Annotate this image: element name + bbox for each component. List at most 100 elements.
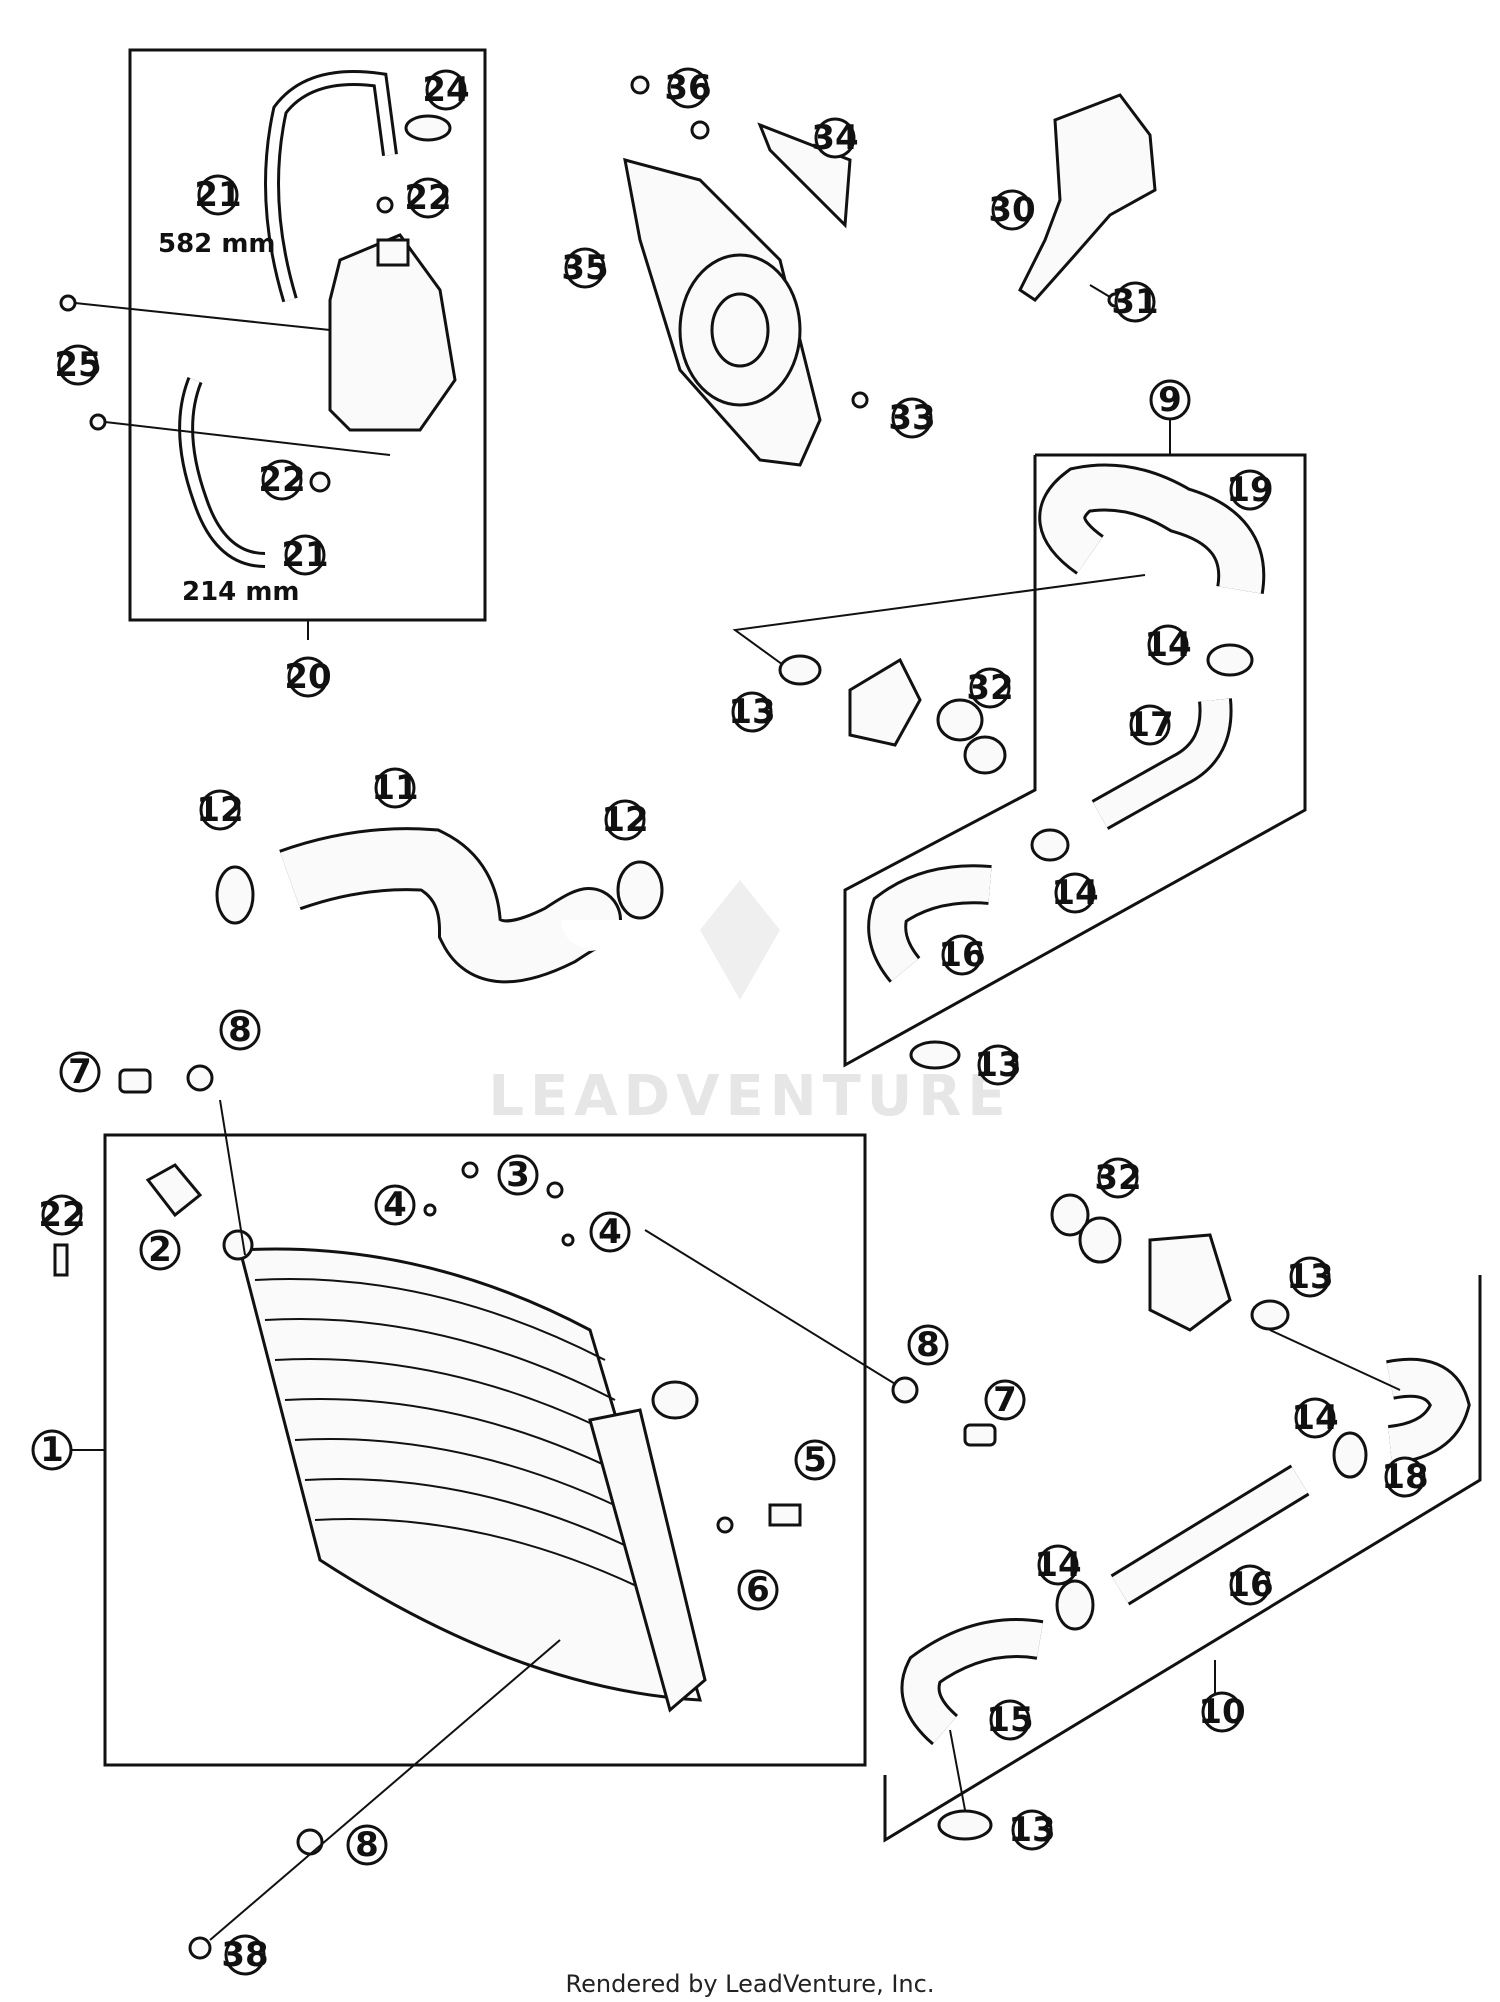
bolt-7-b[interactable] <box>963 1423 997 1447</box>
bolt-3-a[interactable] <box>461 1161 479 1179</box>
group-box-9 <box>843 453 1307 1068</box>
callout-24: 24 <box>422 69 470 111</box>
clamp-13-box10[interactable] <box>937 1809 993 1841</box>
svg-text:12: 12 <box>601 800 648 840</box>
svg-text:4: 4 <box>383 1185 407 1225</box>
clamp-14-mid[interactable] <box>1030 828 1070 862</box>
svg-text:13: 13 <box>1286 1257 1333 1297</box>
bolt-38[interactable] <box>188 1936 212 1960</box>
callout-12-a: 12 <box>196 789 244 831</box>
svg-text:15: 15 <box>986 1700 1033 1740</box>
svg-text:35: 35 <box>561 248 608 288</box>
callout-34: 34 <box>811 117 859 159</box>
o-ring-6[interactable] <box>716 1516 734 1534</box>
callout-16-b: 16 <box>1226 1564 1274 1606</box>
callout-20: 20 <box>284 656 332 698</box>
clamp-12-right[interactable] <box>616 860 664 920</box>
clamp-14-top[interactable] <box>1206 643 1254 677</box>
callout-4-a: 4 <box>374 1184 416 1226</box>
callout-12-b: 12 <box>601 799 649 841</box>
callout-5: 5 <box>794 1439 836 1481</box>
svg-text:4: 4 <box>598 1212 622 1252</box>
hose-clamp-upper[interactable] <box>376 196 394 214</box>
svg-text:21: 21 <box>281 535 328 575</box>
screw-upper[interactable] <box>59 294 77 312</box>
nut-8-b[interactable] <box>891 1376 919 1404</box>
callout-31: 31 <box>1111 281 1159 323</box>
svg-text:34: 34 <box>811 118 858 158</box>
expansion-tank[interactable] <box>328 233 457 432</box>
dimension-582: 582 mm <box>158 229 276 259</box>
thermostat-housing-upper[interactable] <box>778 654 1007 775</box>
clamp-14-lower-left[interactable] <box>1055 1579 1095 1631</box>
drain-plug-5[interactable] <box>768 1503 802 1527</box>
callout-8-a: 8 <box>219 1009 261 1051</box>
callout-25: 25 <box>54 344 102 386</box>
nut-36-b[interactable] <box>690 120 710 140</box>
callout-6: 6 <box>737 1569 779 1611</box>
radiator-cap-2[interactable] <box>145 1163 203 1218</box>
callout-18: 18 <box>1381 1456 1429 1498</box>
svg-text:13: 13 <box>728 692 775 732</box>
svg-text:21: 21 <box>194 175 241 215</box>
screw-33[interactable] <box>851 391 869 409</box>
svg-text:11: 11 <box>371 768 418 808</box>
svg-text:32: 32 <box>1094 1158 1141 1198</box>
hose-214[interactable] <box>178 377 266 568</box>
svg-text:19: 19 <box>1226 470 1273 510</box>
svg-text:16: 16 <box>1226 1565 1273 1605</box>
screw-lower[interactable] <box>89 413 107 431</box>
radiator-filler-neck[interactable] <box>222 1229 254 1261</box>
callout-2: 2 <box>139 1229 181 1271</box>
svg-text:30: 30 <box>988 190 1035 230</box>
nut-36-a[interactable] <box>630 75 650 95</box>
pin-22[interactable] <box>53 1243 69 1277</box>
callout-4-b: 4 <box>589 1211 631 1253</box>
dimension-214: 214 mm <box>182 577 300 607</box>
callout-7-b: 7 <box>984 1379 1026 1421</box>
callout-32-a: 32 <box>966 667 1014 709</box>
svg-text:5: 5 <box>803 1440 827 1480</box>
svg-text:7: 7 <box>68 1052 92 1092</box>
clamp-14-lower-right[interactable] <box>1332 1431 1368 1479</box>
callout-11: 11 <box>371 767 419 809</box>
svg-text:36: 36 <box>664 68 711 108</box>
washer-4-b[interactable] <box>561 1233 575 1247</box>
callout-38: 38 <box>221 1934 269 1976</box>
callout-21-a: 21 <box>194 174 242 216</box>
callout-13-a: 13 <box>728 691 776 733</box>
clamp-12-left[interactable] <box>215 865 255 925</box>
tank-cap[interactable] <box>404 114 452 142</box>
callout-32-b: 32 <box>1094 1157 1142 1199</box>
bolt-3-b[interactable] <box>546 1181 564 1199</box>
svg-text:13: 13 <box>974 1045 1021 1085</box>
callout-3: 3 <box>497 1154 539 1196</box>
bracket[interactable] <box>1018 93 1157 302</box>
nut-8-a[interactable] <box>186 1064 214 1092</box>
callout-10: 10 <box>1198 1691 1246 1733</box>
hose-clamp-lower[interactable] <box>309 471 331 493</box>
callout-7-a: 7 <box>59 1051 101 1093</box>
radiator[interactable] <box>238 1247 707 1713</box>
washer-4-a[interactable] <box>423 1203 437 1217</box>
clamp-13-box9[interactable] <box>909 1040 961 1070</box>
callout-35: 35 <box>561 247 609 289</box>
svg-text:25: 25 <box>54 345 101 385</box>
watermark-text: LEADVENTURE <box>488 1064 1011 1129</box>
nut-8-c[interactable] <box>296 1828 324 1856</box>
callout-19: 19 <box>1226 469 1274 511</box>
thermostat-housing-lower[interactable] <box>1050 1193 1290 1332</box>
svg-text:10: 10 <box>1198 1692 1245 1732</box>
svg-text:14: 14 <box>1034 1545 1081 1585</box>
bolt-7-a[interactable] <box>118 1068 152 1094</box>
svg-text:12: 12 <box>196 790 243 830</box>
svg-text:14: 14 <box>1051 873 1098 913</box>
svg-text:32: 32 <box>966 668 1013 708</box>
svg-text:31: 31 <box>1111 282 1158 322</box>
callout-22-b: 22 <box>258 459 306 501</box>
svg-text:3: 3 <box>506 1155 530 1195</box>
svg-text:9: 9 <box>1158 380 1182 420</box>
svg-text:8: 8 <box>355 1825 379 1865</box>
svg-text:22: 22 <box>258 460 305 500</box>
cooling-fan[interactable] <box>623 157 822 467</box>
